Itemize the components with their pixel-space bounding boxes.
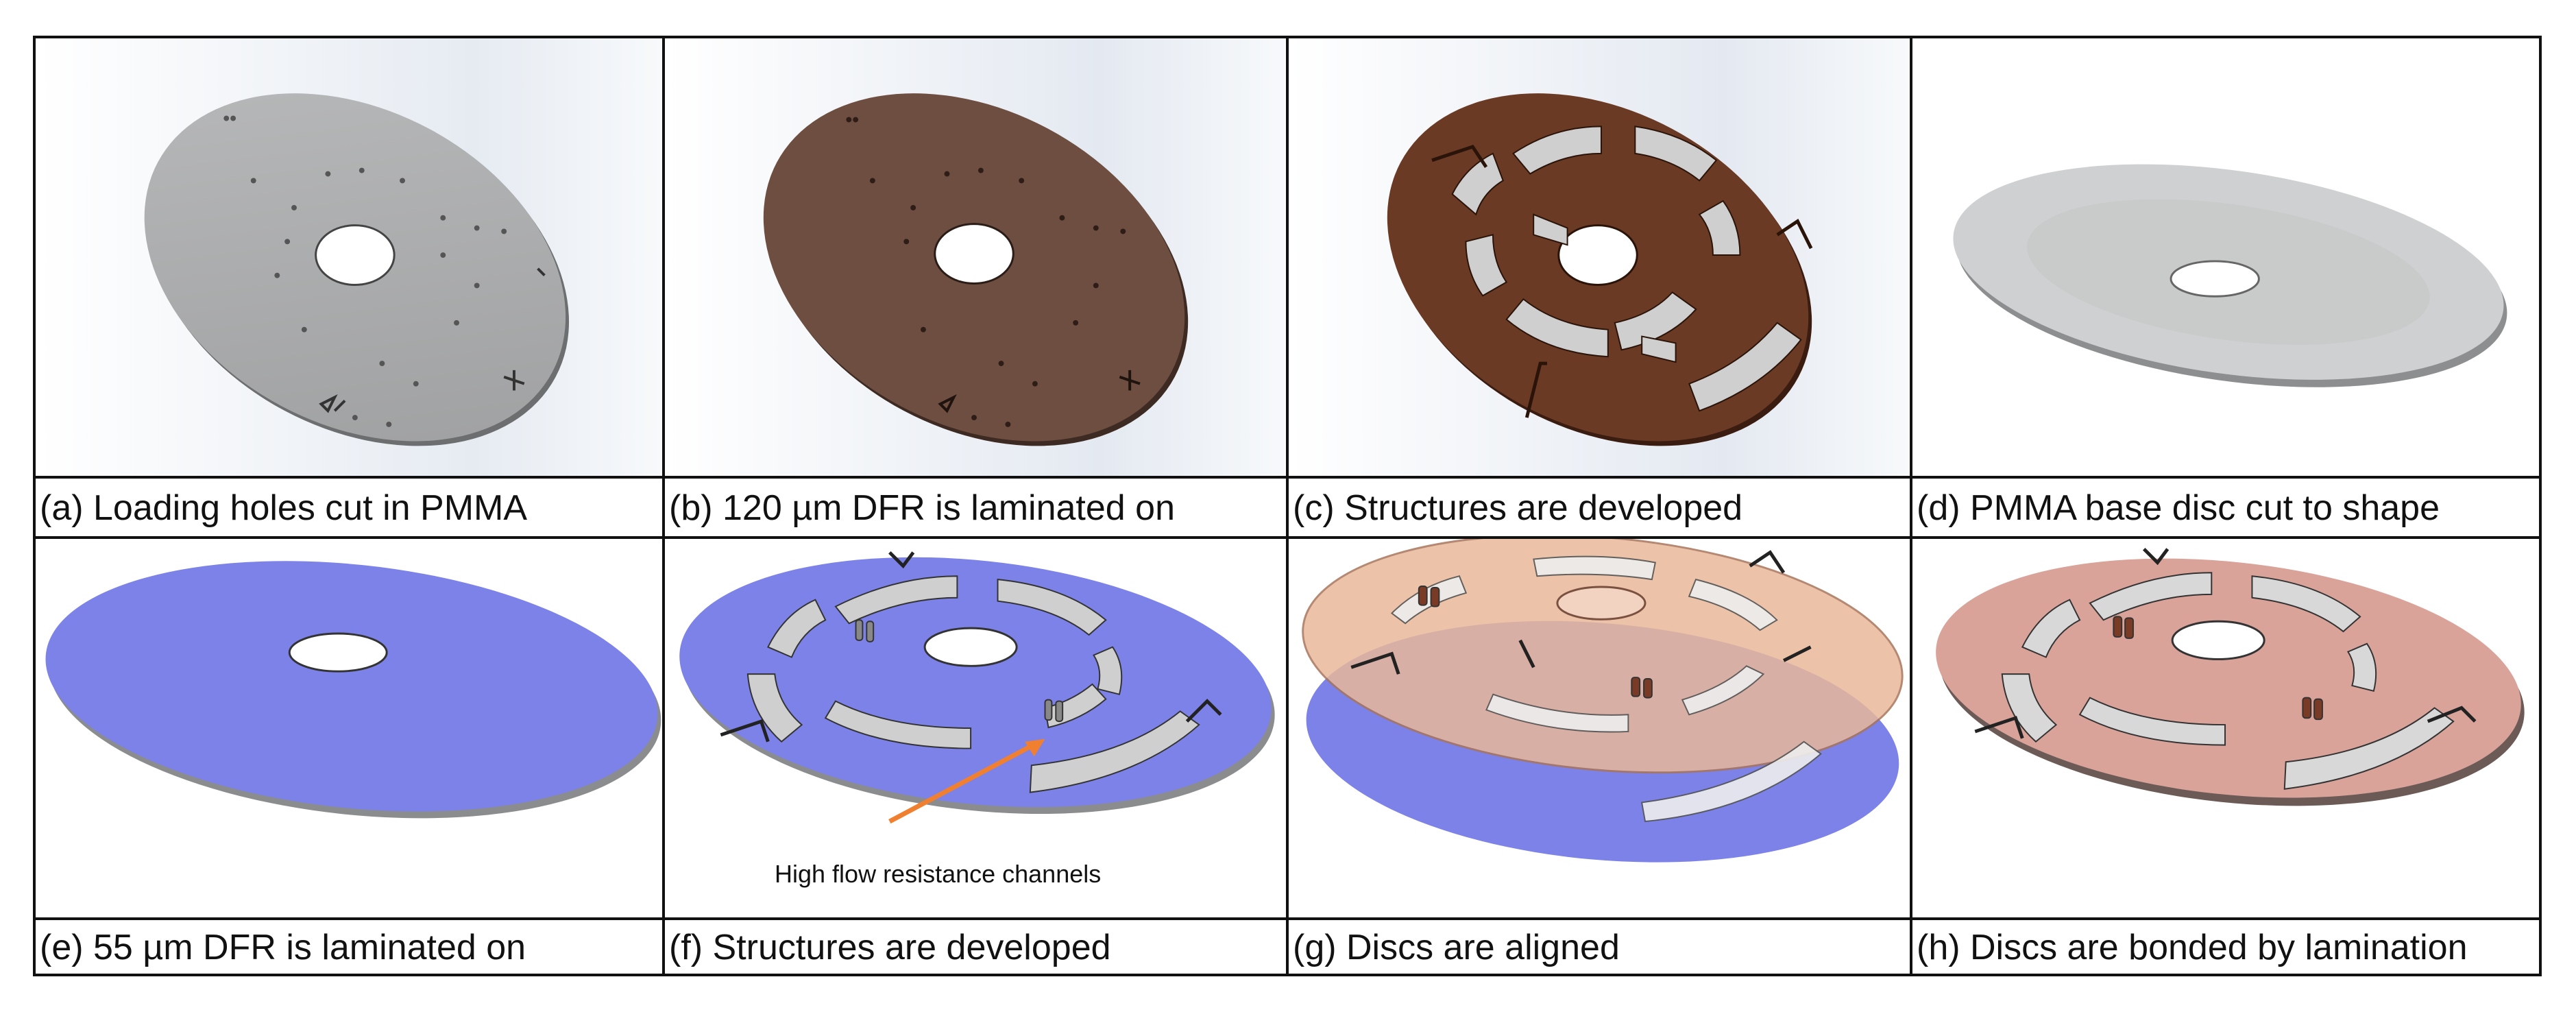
panel-d-image <box>1910 36 2542 479</box>
panel-f-image: High flow resistance channels <box>662 536 1289 920</box>
figure: (a) Loading holes cut in PMMA <box>33 36 2542 976</box>
pmma-base-disc <box>1913 38 2538 476</box>
panel-h-image <box>1910 536 2542 920</box>
brown-dfr-disc-with-structures <box>1289 38 1909 476</box>
panel-c-image <box>1286 36 1912 479</box>
brown-dfr-disc-with-holes <box>666 38 1285 476</box>
panel-g-image <box>1286 536 1912 920</box>
panel-a-image <box>33 36 665 479</box>
blue-dfr-disc-with-structures <box>666 539 1285 917</box>
arrow-icon <box>888 738 1045 824</box>
caption-d: (d) PMMA base disc cut to shape <box>1910 476 2542 539</box>
caption-a: (a) Loading holes cut in PMMA <box>33 476 665 539</box>
caption-g: (g) Discs are aligned <box>1286 917 1912 976</box>
panel-e-image <box>33 536 665 920</box>
caption-c: (c) Structures are developed <box>1286 476 1912 539</box>
annotation-high-flow-resistance: High flow resistance channels <box>775 860 1102 888</box>
panel-b-image <box>662 36 1289 479</box>
caption-f: (f) Structures are developed <box>662 917 1289 976</box>
blue-dfr-disc <box>37 539 661 917</box>
aligned-discs <box>1290 539 1908 917</box>
caption-h: (h) Discs are bonded by lamination <box>1910 917 2542 976</box>
caption-e: (e) 55 µm DFR is laminated on <box>33 917 665 976</box>
pmma-disc-with-holes <box>36 38 661 476</box>
bonded-discs <box>1914 539 2538 917</box>
caption-b: (b) 120 µm DFR is laminated on <box>662 476 1289 539</box>
